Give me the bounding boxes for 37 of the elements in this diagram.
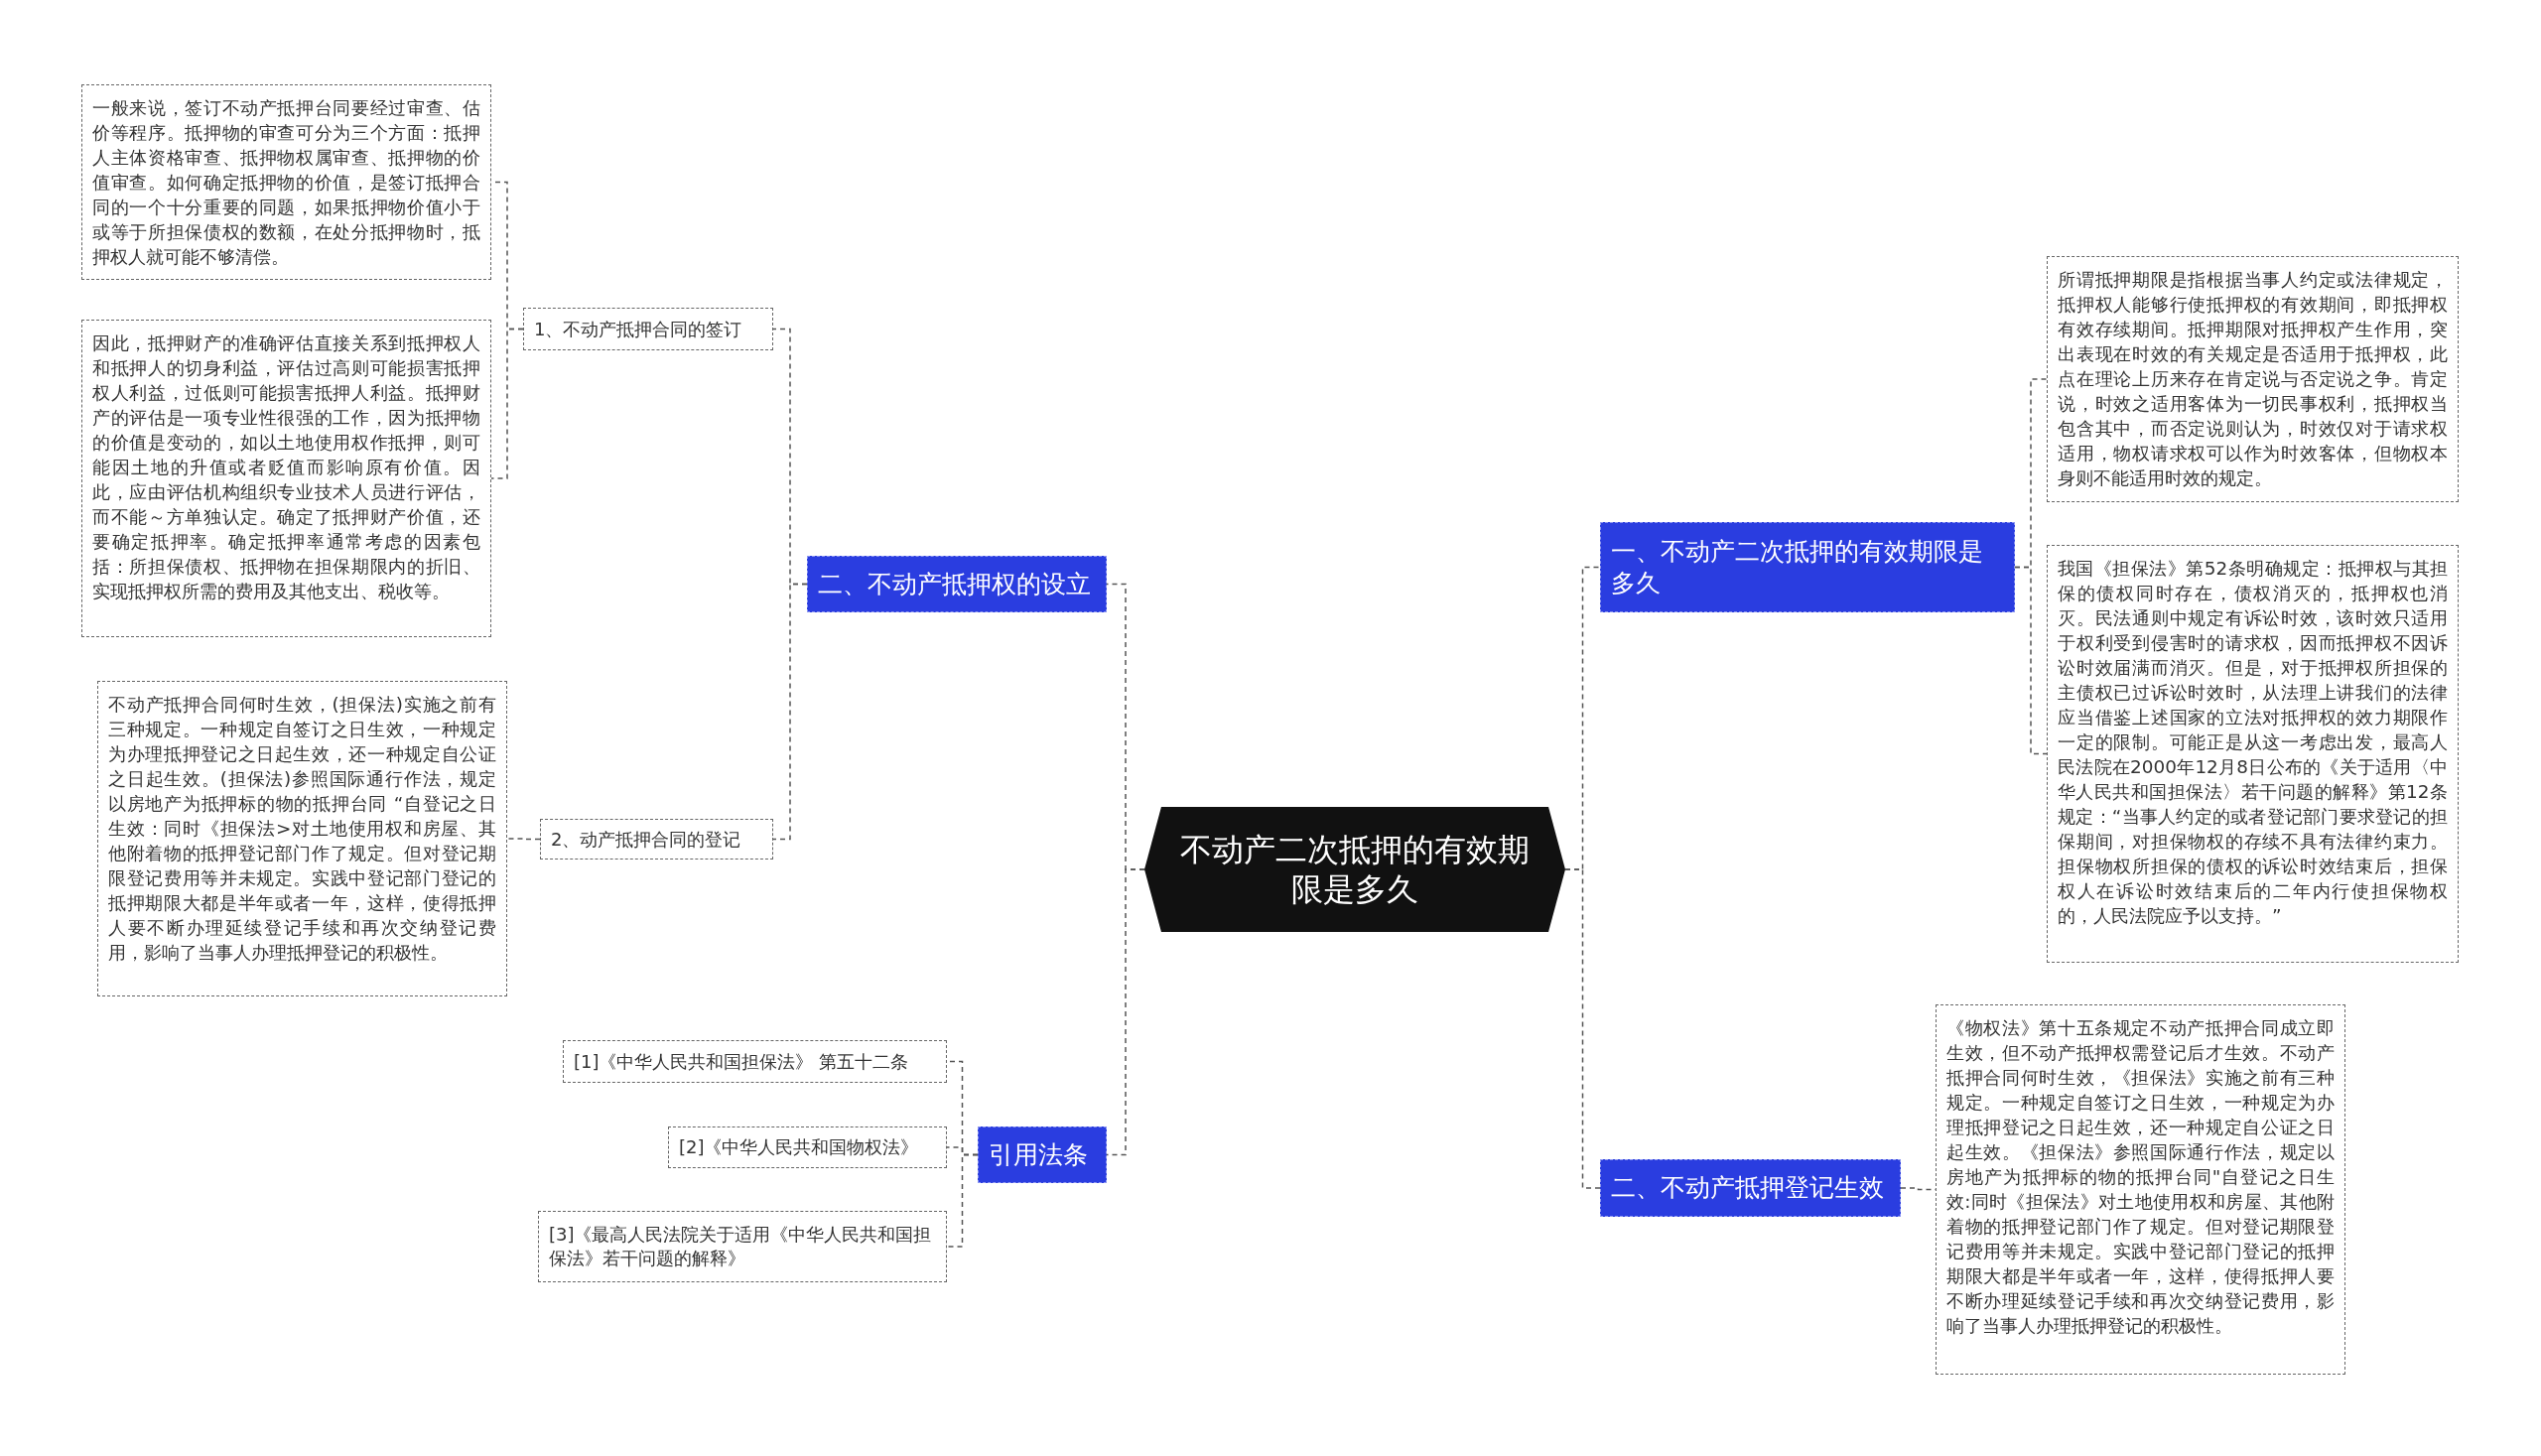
subtopic-box — [563, 1040, 947, 1083]
topic-text: 一、不动产二次抵押的有效期限是多久 — [1611, 535, 1984, 599]
subtopic-text: [1]《中华人民共和国担保法》 第五十二条 — [574, 1049, 909, 1074]
connector-line — [490, 328, 524, 479]
topic-text: 不动产二次抵押的有效期限是多久 — [1179, 830, 1531, 909]
subtopic-text: 1、不动产抵押合同的签订 — [534, 317, 742, 341]
connector-line — [1106, 868, 1145, 1156]
note-text: 我国《担保法》第52条明确规定：抵押权与其担保的债权同时存在，债权消灭的，抵押权也消灭。民法通则中规定有诉讼时效，该时效只适用于权利受到侵害时的请求权，因而抵押权不因诉讼时效届满而消灭。但是，对于抵押权所担保的主债权已过诉讼时效时，从法理上讲我们的法律应当借鉴上述国家的立法对抵押权的效力期限作一定的限制。可能正是从这一考虑出发，最高人民法院在2000年12月8日公布的《关于适用〈中华人民共和国担保法〉若干问题的解释》第12条规定：“当事人约定的或者登记部门要求登记的担保期间，对担保物权的存续不具有法律约束力。担保物权所担保的债权的诉讼时效结束后，担保权人在诉讼时效结束后的二年内行使担保物权的，人民法院应予以支持。” — [2058, 557, 2448, 928]
topic-box — [807, 556, 1107, 612]
topic-box — [1600, 1159, 1901, 1217]
note-box — [2047, 545, 2459, 963]
subtopic-text: [2]《中华人民共和国物权法》 — [679, 1135, 919, 1159]
note-box — [1936, 1004, 2345, 1375]
connector-line — [772, 583, 808, 841]
note-text: 一般来说，签订不动产抵押台同要经过审查、估价等程序。抵押物的审查可分为三个方面：抵押人主体资格审查、抵押物权属审查、抵押物的价值审查。如何确定抵押物的价值，是签订抵押合同的一个十分重要的同题，如果抵押物价值小于或等于所担保债权的数额，在处分抵押物时，抵押权人就可能不够清偿。 — [92, 96, 480, 269]
topic-text: 二、不动产抵押登记生效 — [1611, 1172, 1884, 1204]
subtopic-box — [540, 819, 773, 860]
note-text: 《物权法》第十五条规定不动产抵押合同成立即生效，但不动产抵押权需登记后才生效。不动产抵押合同何时生效，《担保法》实施之前有三种规定。一种规定自签订之日生效，一种规定为办理抵押登记之日起生效，还一种规定自公证之日起生效。《担保法》参照国际通行作法，规定以房地产为抵押标的物的抵押台同"自登记之日生效:同时《担保法》对土地使用权和房屋、其他附着物的抵押登记部门作了规定。但对登记期限登记费用等并未规定。实践中登记部门登记的抵押期限大都是半年或者一年，这样，使得抵押人要不断办理延续登记手续和再次交纳登记费用，影响了当事人办理抵押登记的积极性。 — [1946, 1016, 2335, 1338]
subtopic-box — [538, 1211, 947, 1282]
note-box — [97, 681, 507, 996]
note-text: 不动产抵押合同何时生效，(担保法)实施之前有三种规定。一种规定自签订之日生效，一种规定为办理抵押登记之日起生效，还一种规定自公证之日起生效。(担保法)参照国际通行作法，规定以房地产为抵押标的物的抵押台同 “自登记之日生效：同时《担保法>对土地使用权和房屋、其他附着物的抵押登记部门作了规定。但对登记期限登记费用等并未规定。实践中登记部门登记的抵押期限大都是半年或者一年，这样，使得抵押人要不断办理延续登记手续和再次交纳登记费用，影响了当事人办理抵押登记的积极性。 — [108, 693, 496, 965]
note-box — [81, 84, 491, 280]
connector-line — [2014, 566, 2048, 755]
subtopic-box — [523, 308, 773, 350]
subtopic-text: [3]《最高人民法院关于适用《中华人民共和国担保法》若干问题的解释》 — [549, 1223, 933, 1270]
note-text: 因此，抵押财产的准确评估直接关系到抵押权人和抵押人的切身利益，评估过高则可能损害抵押权人利益，过低则可能损害抵押人利益。抵押财产的评估是一项专业性很强的工作，因为抵押物的价值是变动的，如以土地使用权作抵押，则可能因土地的升值或者贬值而影响原有价值。因此，应由评估机构组织专业技术人员进行评估，而不能～方单独认定。确定了抵押财产价值，还要确定抵押率。确定抵押率通常考虑的因素包括：所担保债权、抵押物在担保期限内的折旧、实现抵押权所需的费用及其他支出、税收等。 — [92, 331, 480, 603]
connector-line — [946, 1153, 979, 1248]
topic-text: 二、不动产抵押权的设立 — [818, 568, 1091, 600]
connector-line — [1564, 868, 1601, 1189]
connector-line — [506, 838, 541, 841]
topic-text: 引用法条 — [989, 1138, 1088, 1171]
topic-box — [1600, 522, 2015, 612]
subtopic-box — [668, 1126, 947, 1168]
note-box — [81, 320, 491, 637]
note-text: 所谓抵押期限是指根据当事人约定或法律规定，抵押权人能够行使抵押权的有效期间，即抵押权有效存续期间。抵押期限对抵押权产生作用，突出表现在时效的有关规定是否适用于抵押权，此点在理论上历来存在肯定说与否定说之争。肯定说，时效之适用客体为一切民事权利，抵押权当包含其中，而否定说则认为，时效仅对于请求权适用，物权请求权可以作为时效客体，但物权本身则不能适用时效的规定。 — [2058, 268, 2448, 490]
topic-box — [978, 1126, 1107, 1183]
subtopic-text: 2、动产抵押合同的登记 — [551, 827, 741, 852]
